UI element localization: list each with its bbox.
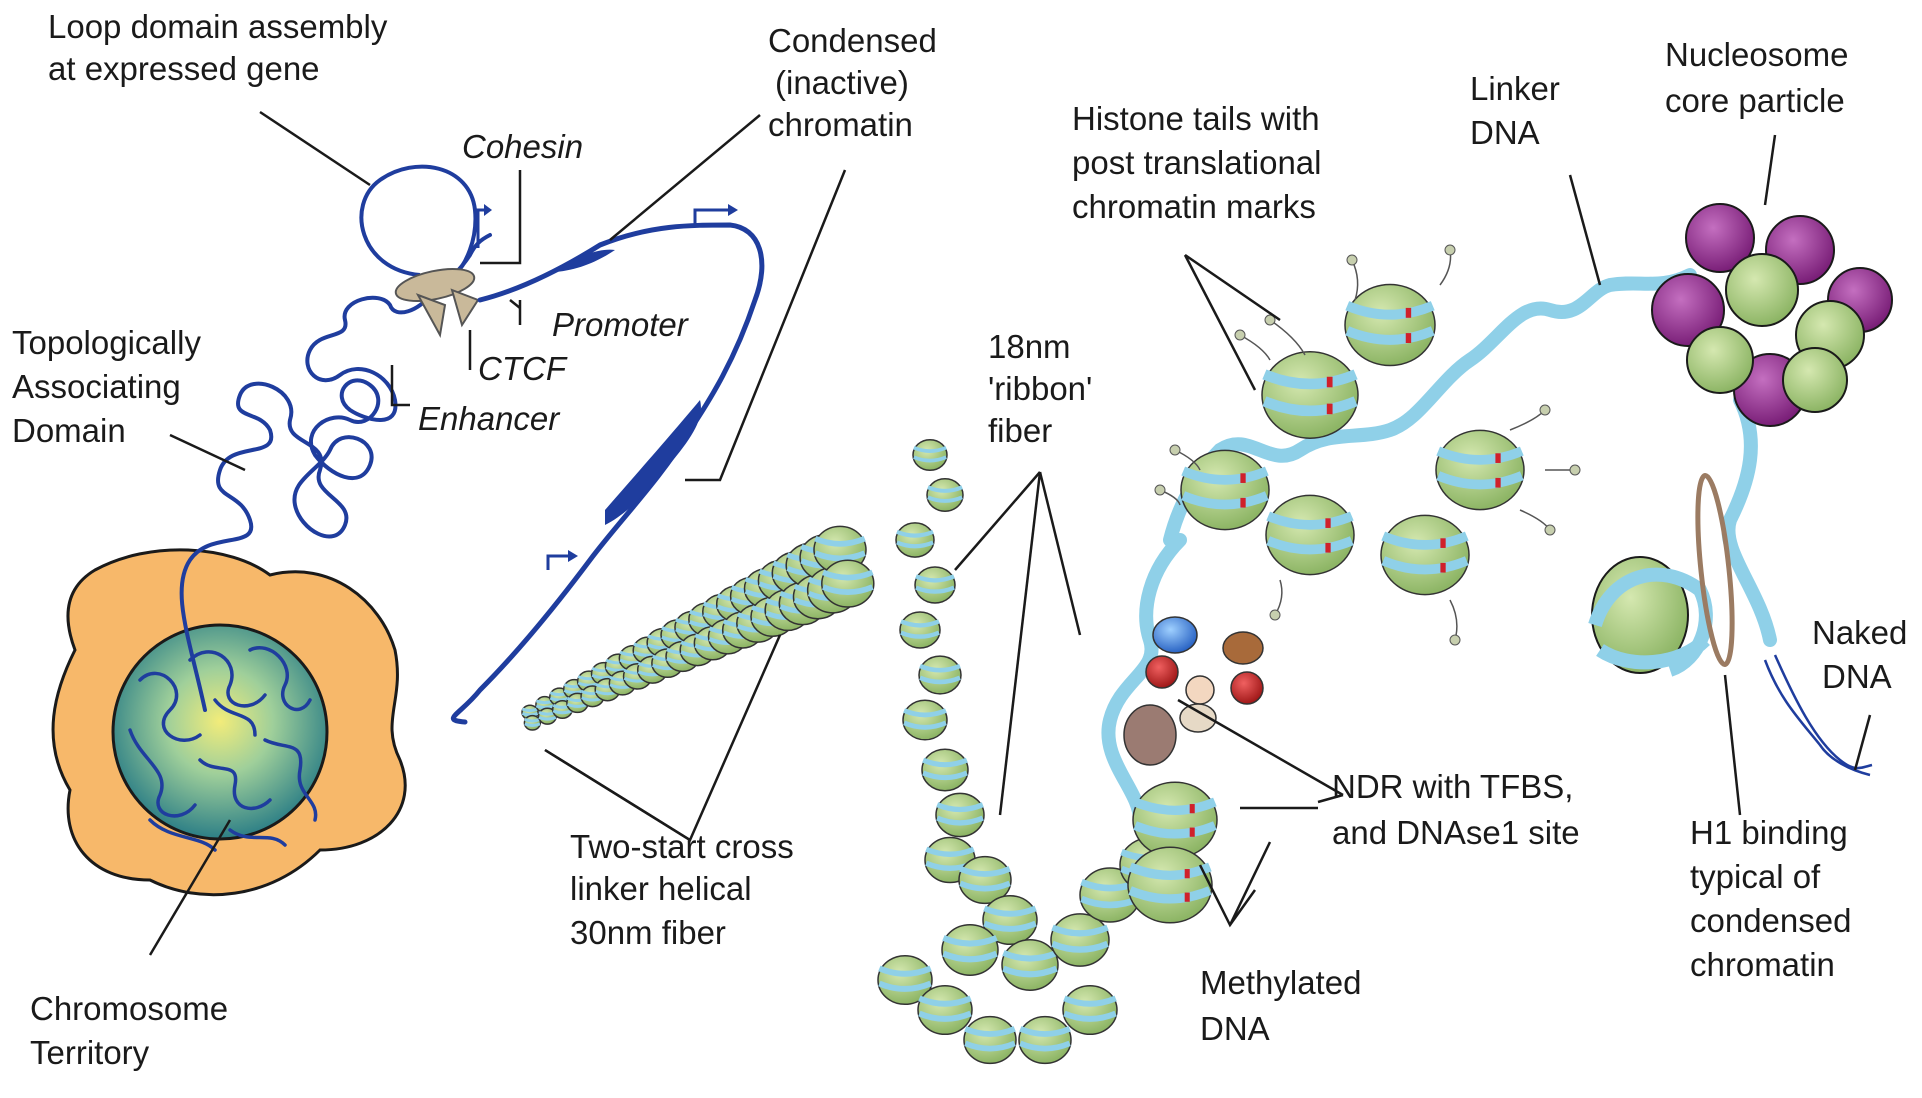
label-h1-3: condensed [1690,902,1851,939]
label-ribbon-3: fiber [988,412,1052,449]
label-cohesin: Cohesin [462,128,583,165]
ctcf-triangle-right [450,288,480,328]
tf-red-protein-1 [1145,655,1179,689]
label-loop-domain-2: at expressed gene [48,50,320,87]
label-h1-2: typical of [1690,858,1821,895]
fiber30-nucleosome [523,714,542,731]
label-tad-3: Domain [12,412,126,449]
marked-nucleosome [1265,494,1355,576]
label-enhancer: Enhancer [418,400,561,437]
condensed-promoter-arrow [693,208,730,224]
tad-fiber [179,293,432,712]
label-territory-2: Territory [30,1034,150,1071]
label-twostart-1: Two-start cross [570,828,794,865]
histone-tails [1154,244,1581,646]
label-ribbon-2: 'ribbon' [988,370,1092,407]
linker-dna-lower [1101,533,1187,827]
marked-nucleosome [1127,846,1213,924]
label-twostart-2: linker helical [570,870,752,907]
label-naked-1: Naked [1812,614,1907,651]
ribbon-nucleosome [963,1015,1017,1065]
marked-nucleosome [1435,429,1525,511]
label-histone-3: chromatin marks [1072,188,1316,225]
label-ndr-2: and DNAse1 site [1332,814,1580,851]
label-methylated-1: Methylated [1200,964,1361,1001]
labels: Loop domain assembly at expressed gene C… [12,8,1907,1071]
loop-promoter-arrow [476,208,488,248]
naked-dna-strands [1763,659,1871,777]
label-tad-1: Topologically [12,324,201,361]
ribbon-nucleosome [921,748,969,792]
ribbon-nucleosome [912,438,948,472]
ribbon-nucleosome [918,655,962,695]
label-condensed-2: (inactive) [775,64,909,101]
label-naked-2: DNA [1822,658,1892,695]
nucleus-chromatin-squiggles [128,646,318,852]
label-histone-2: post translational [1072,144,1321,181]
tf-brown-protein [1222,631,1264,665]
label-linker-1: Linker [1470,70,1560,107]
label-h1-4: chromatin [1690,946,1835,983]
tf-pale-protein [1185,675,1215,705]
ribbon-nucleosome [917,984,973,1036]
fiber30-nucleosome [821,559,875,608]
ribbon-nucleosome [982,894,1038,946]
ctcf-triangle-left [415,293,447,339]
marked-nucleosome [1180,449,1270,531]
label-ctcf: CTCF [478,350,568,387]
marked-nucleosome [1380,514,1470,596]
condensed-chromatin-fiber [450,222,765,725]
marked-nucleosome [1132,781,1218,859]
ribbon-nucleosome [1062,984,1118,1036]
label-histone-1: Histone tails with [1072,100,1320,137]
marked-nucleosome [1261,351,1359,439]
label-nucleosome-2: core particle [1665,82,1845,119]
ribbon-nucleosome [895,522,935,558]
nucleus-sphere [111,623,329,841]
ribbon-nucleosome [958,855,1012,905]
condensed-thick-segment-1 [555,249,615,272]
label-ndr-1: NDR with TFBS, [1332,768,1573,805]
label-condensed-1: Condensed [768,22,937,59]
label-methylated-2: DNA [1200,1010,1270,1047]
label-nucleosome-1: Nucleosome [1665,36,1848,73]
label-condensed-3: chromatin [768,106,913,143]
leader-lines [148,110,1872,956]
ribbon-nucleosome [941,924,999,976]
ribbon-nucleosome [902,699,948,741]
ribbon-nucleosome [1050,913,1110,967]
label-loop-domain-1: Loop domain assembly [48,8,388,45]
ribbon-nucleosome [935,792,985,838]
label-promoter: Promoter [552,306,690,343]
ribbon-nucleosome [1018,1015,1072,1065]
ribbon-nucleosome [899,611,941,649]
label-territory-1: Chromosome [30,990,228,1027]
linker-dna-main [1163,268,1697,547]
label-h1-1: H1 binding [1690,814,1848,851]
ribbon-nucleosome [1001,939,1059,991]
ndr-proteins [1123,616,1264,766]
ribbon-nucleosome [926,478,964,512]
h1-nucleosome [1588,473,1873,777]
marked-nucleosome [1344,283,1436,367]
label-ribbon-1: 18nm [988,328,1071,365]
linker-dna-right [1721,393,1777,647]
label-twostart-3: 30nm fiber [570,914,726,951]
nucleosome-core-particle [1651,203,1893,427]
tf-red-protein-2 [1230,671,1264,705]
h1-linker-histone [1695,473,1735,667]
tf-mauve-protein [1123,704,1177,766]
loop-domain-circle [359,164,478,277]
label-linker-2: DNA [1470,114,1540,151]
condensed-arrow-2 [546,554,570,570]
tf-blue-protein [1152,616,1198,654]
ribbon-nucleosome [877,954,933,1006]
thirty-nm-fiber [521,525,875,731]
label-tad-2: Associating [12,368,181,405]
tf-cream-protein [1179,703,1217,733]
condensed-thick-segment-2 [605,400,701,525]
chromosome-territory-group [51,164,765,897]
ribbon-nucleosome [914,566,956,604]
